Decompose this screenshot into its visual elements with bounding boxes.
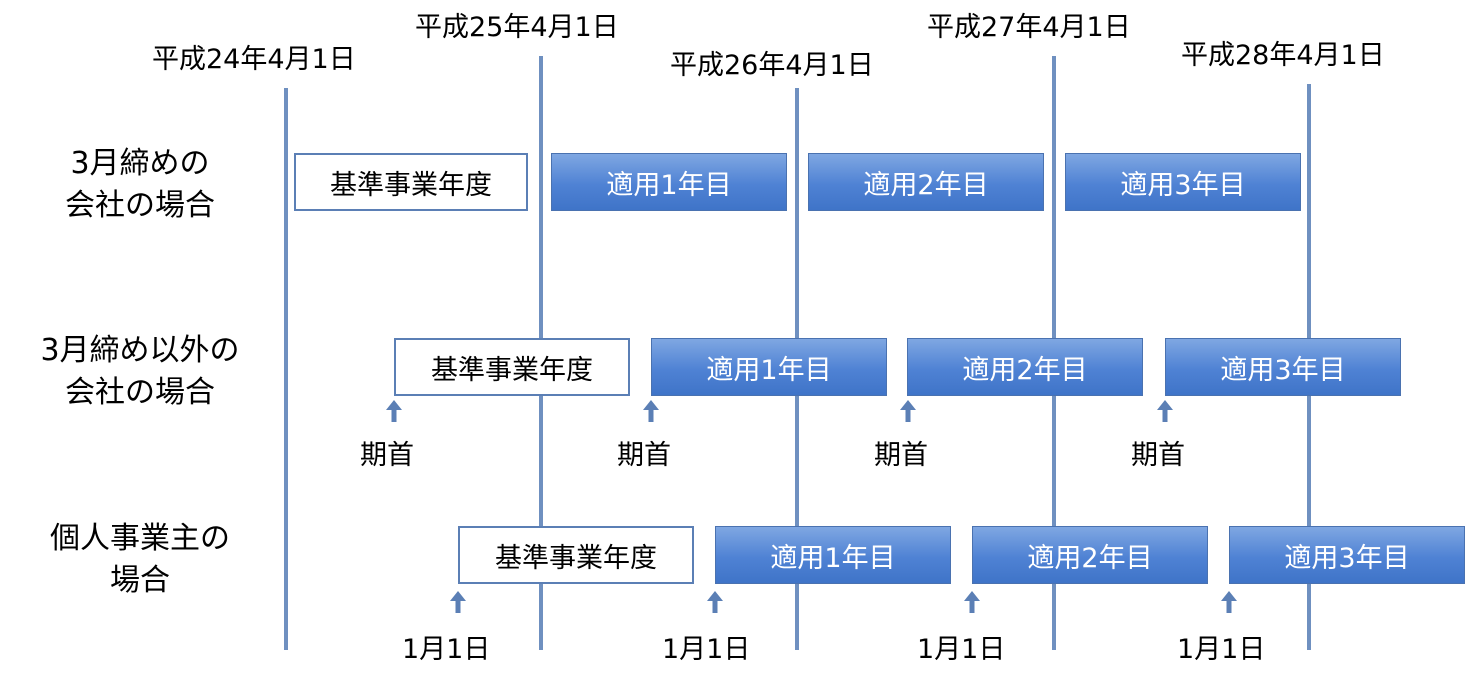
row-label-line2: 会社の場合 <box>65 188 215 223</box>
date-label-h28: 平成28年4月1日 <box>1181 40 1385 71</box>
period-box-year3: 適用3年目 <box>1165 338 1401 396</box>
up-arrow-icon <box>964 591 980 613</box>
period-box-base-year: 基準事業年度 <box>394 338 630 396</box>
date-label-h25: 平成25年4月1日 <box>415 12 619 43</box>
period-box-year3: 適用3年目 <box>1065 153 1301 211</box>
period-box-year1: 適用1年目 <box>551 153 787 211</box>
up-arrow-icon <box>1157 400 1173 422</box>
period-box-year3: 適用3年目 <box>1229 526 1465 584</box>
up-arrow-icon <box>900 400 916 422</box>
up-arrow-icon <box>450 591 466 613</box>
period-box-base-year: 基準事業年度 <box>458 526 694 584</box>
up-arrow-icon <box>1221 591 1237 613</box>
date-label-h26: 平成26年4月1日 <box>670 50 874 81</box>
row-label-line1: 3月締めの <box>70 146 210 181</box>
period-box-year2: 適用2年目 <box>907 338 1143 396</box>
marker-label-jan1: 1月1日 <box>662 634 751 665</box>
marker-label-jan1: 1月1日 <box>917 634 1006 665</box>
date-label-h24: 平成24年4月1日 <box>152 44 356 75</box>
marker-label-jan1: 1月1日 <box>1177 634 1266 665</box>
up-arrow-icon <box>643 400 659 422</box>
period-box-year2: 適用2年目 <box>972 526 1208 584</box>
row-label-line1: 3月締め以外の <box>40 333 240 368</box>
marker-label-fiscal-start: 期首 <box>617 440 671 471</box>
row-label-line1: 個人事業主の <box>50 521 230 556</box>
up-arrow-icon <box>386 400 402 422</box>
marker-label-fiscal-start: 期首 <box>874 440 928 471</box>
period-box-year1: 適用1年目 <box>651 338 887 396</box>
timeline-line-h24 <box>284 88 288 650</box>
period-box-year1: 適用1年目 <box>715 526 951 584</box>
marker-label-jan1: 1月1日 <box>402 634 491 665</box>
marker-label-fiscal-start: 期首 <box>360 440 414 471</box>
period-box-year2: 適用2年目 <box>808 153 1044 211</box>
period-box-base-year: 基準事業年度 <box>294 153 528 211</box>
date-label-h27: 平成27年4月1日 <box>927 12 1131 43</box>
row-label-line2: 会社の場合 <box>65 375 215 410</box>
marker-label-fiscal-start: 期首 <box>1131 440 1185 471</box>
row-label-sole-proprietor: 個人事業主の 場合 <box>15 518 265 602</box>
row-label-non-march-close: 3月締め以外の 会社の場合 <box>15 330 265 414</box>
up-arrow-icon <box>707 591 723 613</box>
row-label-march-close: 3月締めの 会社の場合 <box>40 143 240 227</box>
row-label-line2: 場合 <box>110 563 170 598</box>
